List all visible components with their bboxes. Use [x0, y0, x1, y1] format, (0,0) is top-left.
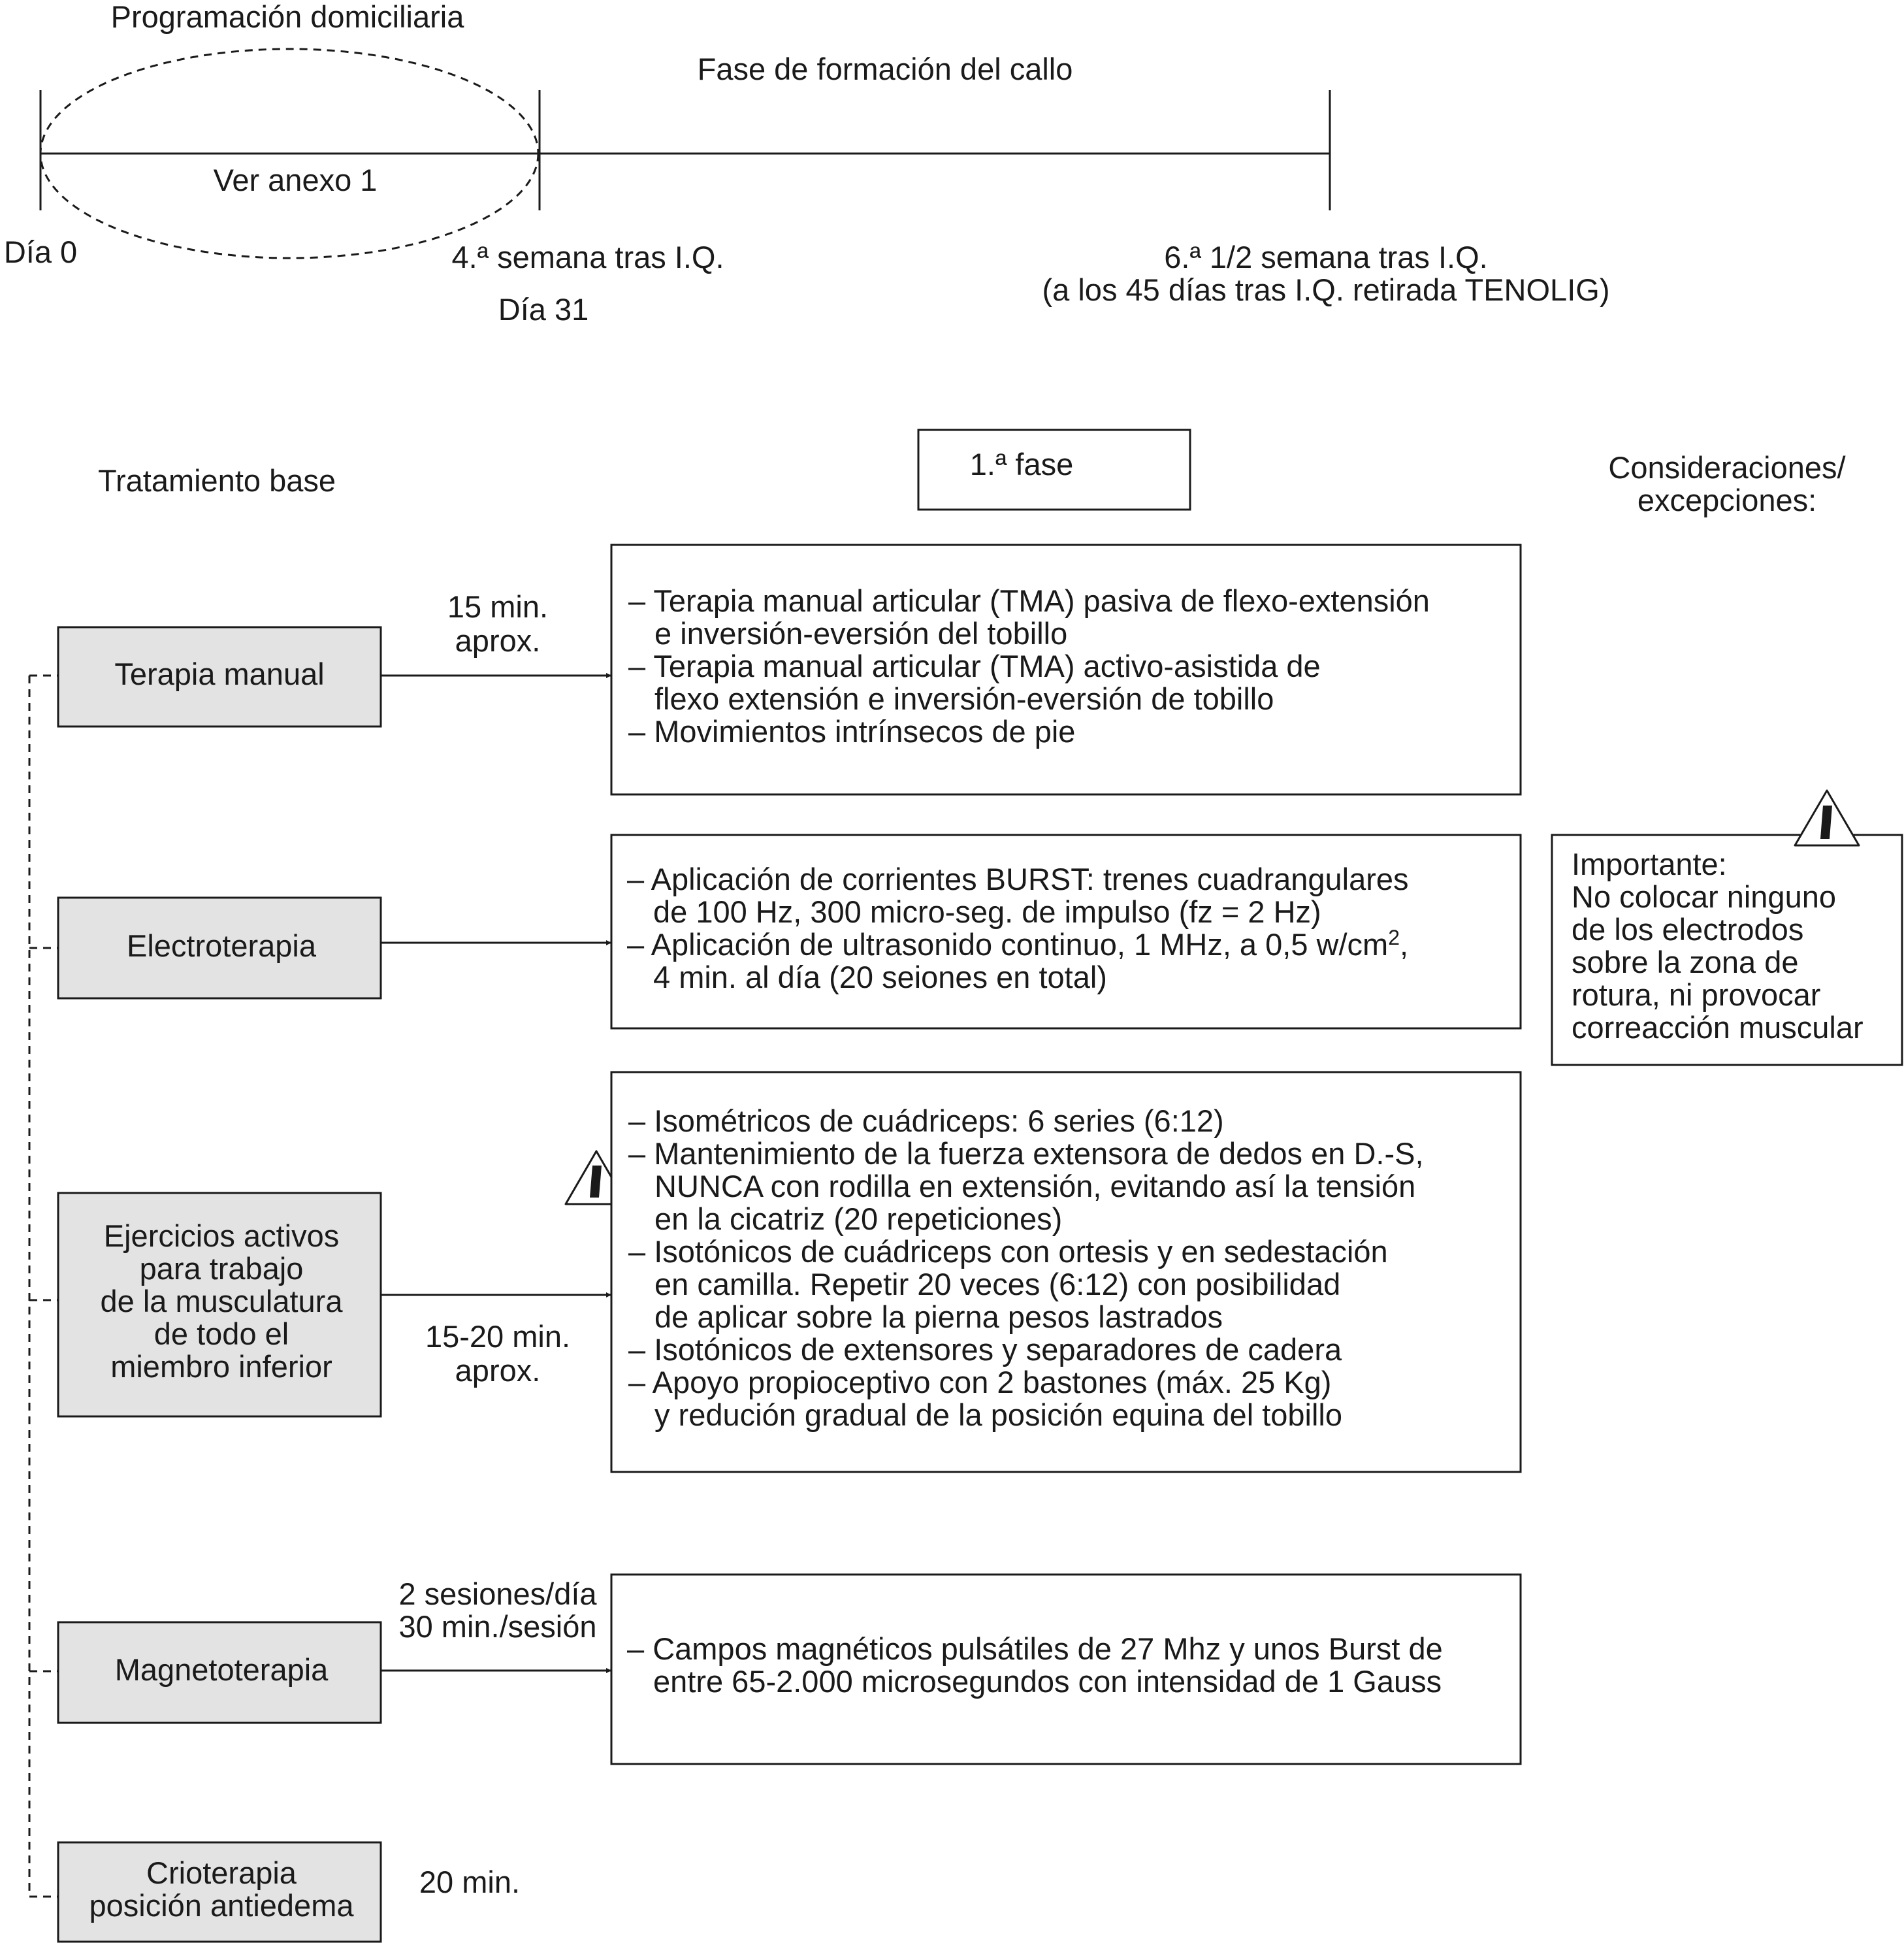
detail-line: – Apoyo propioceptivo con 2 bastones (má…	[628, 1365, 1331, 1399]
detail-box	[610, 1573, 1522, 1765]
treatment-label: Crioterapia	[146, 1855, 297, 1890]
callus-phase-label: Fase de formación del callo	[698, 52, 1073, 86]
warning-line: No colocar ninguno	[1572, 879, 1836, 914]
detail-line: – Campos magnéticos pulsátiles de 27 Mhz…	[627, 1631, 1443, 1666]
treatment-row-active-exercises: Ejercicios activos para trabajo de la mu…	[57, 1071, 1522, 1473]
duration-label: 15 min.	[447, 589, 548, 624]
warning-line: Importante:	[1572, 847, 1727, 881]
warning-note: Importante: No colocar ninguno de los el…	[1551, 789, 1903, 1066]
treatment-label: de todo el	[154, 1316, 289, 1351]
treatment-label: Electroterapia	[127, 928, 317, 963]
detail-line: en la cicatriz (20 repeticiones)	[654, 1201, 1062, 1236]
detail-line: – Isotónicos de cuádriceps con ortesis y…	[628, 1234, 1388, 1269]
trailing-comma: ,	[1400, 927, 1408, 962]
treatment-box	[57, 1621, 382, 1724]
treatment-label: para trabajo	[140, 1251, 304, 1286]
detail-line: – Terapia manual articular (TMA) activo-…	[628, 649, 1321, 683]
base-treatment-header: Tratamiento base	[98, 463, 336, 498]
warning-note-box	[1551, 834, 1903, 1066]
treatment-box	[57, 1841, 382, 1943]
considerations-header-line2: excepciones:	[1638, 483, 1816, 517]
duration-label: 2 sesiones/día	[398, 1576, 597, 1611]
column-headers: Tratamiento base 1.ª fase Consideracione…	[98, 429, 1847, 517]
treatment-box	[57, 1192, 382, 1418]
detail-line-text: – Aplicación de ultrasonido continuo, 1 …	[627, 927, 1388, 962]
day0-label: Día 0	[4, 235, 77, 269]
treatment-label: Terapia manual	[114, 657, 324, 691]
treatment-label: Magnetoterapia	[115, 1652, 329, 1687]
detail-line: 4 min. al día (20 seiones en total)	[653, 960, 1107, 994]
considerations-header-line1: Consideraciones/	[1608, 450, 1846, 485]
treatment-row-electrotherapy: Electroterapia – Aplicación de corriente…	[57, 834, 1522, 1030]
detail-line: – Isotónicos de extensores y separadores…	[628, 1332, 1342, 1367]
warning-line: de los electrodos	[1572, 912, 1803, 947]
duration-label: aprox.	[455, 1353, 541, 1388]
treatment-row-magnetotherapy: Magnetoterapia 2 sesiones/día 30 min./se…	[57, 1573, 1522, 1765]
timeline: Programación domiciliaria Fase de formac…	[4, 0, 1610, 327]
warning-line: sobre la zona de	[1572, 945, 1799, 979]
detail-box	[610, 1071, 1522, 1473]
warning-line: correacción muscular	[1572, 1010, 1864, 1045]
detail-line: e inversión-eversión del tobillo	[654, 616, 1067, 651]
treatment-label: miembro inferior	[110, 1349, 332, 1384]
warning-line: rotura, ni provocar	[1572, 977, 1820, 1012]
detail-line: en camilla. Repetir 20 veces (6:12) con …	[654, 1267, 1340, 1301]
superscript: 2	[1388, 926, 1400, 949]
warning-triangle-icon	[1794, 789, 1860, 847]
duration-label: aprox.	[455, 623, 541, 658]
detail-line: – Aplicación de corrientes BURST: trenes…	[627, 862, 1409, 896]
treatment-label: Ejercicios activos	[104, 1218, 339, 1253]
treatment-box	[57, 626, 382, 728]
detail-line: y redución gradual de la posición equina…	[654, 1397, 1342, 1432]
detail-box	[610, 544, 1522, 796]
detail-line: – Isométricos de cuádriceps: 6 series (6…	[628, 1103, 1224, 1138]
treatment-row-manual-therapy: Terapia manual 15 min. aprox. – Terapia …	[57, 544, 1522, 796]
detail-line: flexo extensión e inversión-eversión de …	[654, 681, 1274, 716]
detail-line: – Movimientos intrínsecos de pie	[628, 714, 1075, 749]
detail-line: de aplicar sobre la pierna pesos lastrad…	[654, 1299, 1223, 1334]
week4-label: 4.ª semana tras I.Q.	[451, 240, 724, 274]
week6-label: 6.ª 1/2 semana tras I.Q.	[1164, 240, 1487, 274]
duration-label: 20 min.	[419, 1865, 520, 1899]
detail-line: – Terapia manual articular (TMA) pasiva …	[628, 583, 1430, 618]
phase-header-box	[917, 429, 1191, 511]
week6-note: (a los 45 días tras I.Q. retirada TENOLI…	[1042, 272, 1610, 307]
detail-line: – Mantenimiento de la fuerza extensora d…	[628, 1136, 1424, 1171]
phase-header: 1.ª fase	[970, 447, 1074, 482]
detail-line: NUNCA con rodilla en extensión, evitando…	[654, 1169, 1415, 1203]
treatment-row-cryotherapy: Crioterapia posición antiedema 20 min.	[57, 1841, 520, 1943]
see-annex-label: Ver anexo 1	[214, 163, 378, 197]
day31-label: Día 31	[498, 292, 589, 327]
treatment-box	[57, 896, 382, 1000]
detail-line: de 100 Hz, 300 micro-seg. de impulso (fz…	[653, 894, 1321, 929]
detail-line: – Aplicación de ultrasonido continuo, 1 …	[627, 926, 1408, 962]
detail-box	[610, 834, 1522, 1030]
treatment-label: de la musculatura	[101, 1284, 344, 1318]
duration-label: 15-20 min.	[425, 1319, 570, 1354]
treatment-label: posición antiedema	[89, 1888, 355, 1923]
home-program-label: Programación domiciliaria	[111, 0, 465, 34]
treatment-bracket	[28, 674, 58, 1898]
detail-line: entre 65-2.000 microsegundos con intensi…	[653, 1664, 1442, 1699]
duration-label: 30 min./sesión	[398, 1609, 596, 1644]
